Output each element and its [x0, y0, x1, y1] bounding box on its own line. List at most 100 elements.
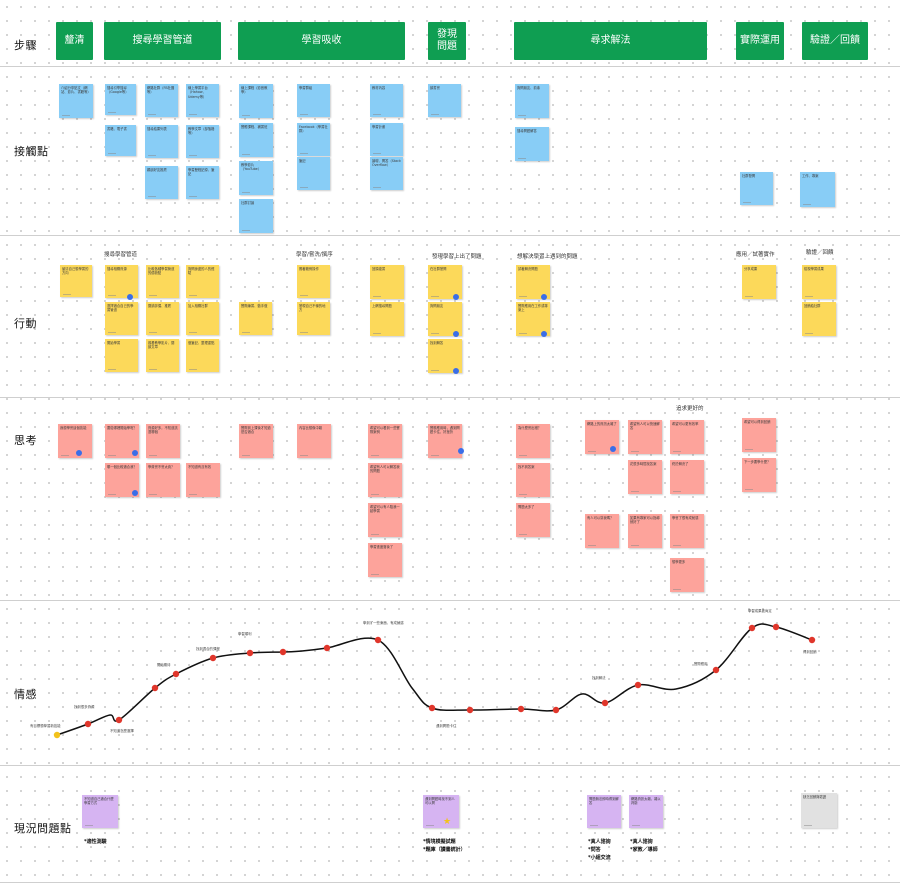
thought-note: 希望有人可以快速解答: [628, 420, 662, 454]
action-note: 實際應用在工作或專案上: [516, 302, 550, 336]
emotion-point: [517, 705, 525, 713]
row-label-thoughts: 思考: [14, 434, 37, 447]
row-divider: [0, 235, 900, 236]
touchpoint-note: 教學影片（YouTube）: [239, 161, 273, 195]
comment-badge[interactable]: [453, 368, 459, 374]
emotion-point: [552, 706, 560, 714]
thought-note: 如果有專家可以指導就好了: [628, 514, 662, 548]
emotion-label: 不知道怎麼選擇: [110, 729, 134, 733]
emotion-point: [374, 636, 382, 644]
emotion-label: 開始期待: [157, 663, 171, 667]
thought-note: 有人可以幫我嗎？: [585, 514, 619, 548]
action-note: 詢問身邊的人的經驗: [186, 265, 219, 298]
thought-note: 花很多時間找答案: [628, 460, 662, 494]
emotion-label: 找到解法: [592, 676, 606, 680]
pain-bullet: *情境模擬試題: [423, 839, 456, 845]
touchpoint-note: 學習計畫: [370, 123, 403, 156]
emotion-label: 學習順利: [238, 632, 252, 636]
touchpoint-note: 詢問朋友、前輩: [515, 84, 549, 118]
action-heading: 發現學習上出了問題: [432, 254, 482, 260]
row-divider: [0, 765, 900, 766]
pain-note: 問題無法即時得到解答: [587, 795, 621, 828]
thought-note: 希望可以得到回饋: [742, 418, 776, 452]
pain-bullet: *真人諮詢: [588, 839, 611, 845]
emotion-point: [712, 666, 720, 674]
touchpoint-note: 搜尋結果列表: [145, 125, 178, 158]
thought-note: 找不到答案: [516, 463, 550, 497]
star-icon: ★: [443, 817, 452, 827]
action-heading: 應用／試著實作: [736, 252, 775, 258]
action-note: 觀看教學影片、閱讀文章: [146, 339, 179, 372]
emotion-label: 學到了一些東西，有成就感: [363, 621, 404, 625]
action-note: 照著範例操作: [297, 265, 330, 298]
action-note: 加入相關社群: [186, 302, 219, 335]
emotion-point: [246, 649, 254, 657]
comment-badge[interactable]: [453, 294, 459, 300]
pain-bullet: *小組交流: [588, 854, 611, 861]
action-note: 搜尋相關資源: [105, 265, 138, 298]
emotion-point: [115, 716, 123, 724]
emotion-label: 找到很多資源: [74, 705, 95, 709]
row-label-touchpoints: 接觸點: [14, 145, 49, 158]
touchpoint-note: 線上課程（影音教學）: [239, 84, 273, 118]
comment-badge[interactable]: [541, 294, 547, 300]
row-label-emotions: 情感: [14, 688, 37, 701]
row-label-actions: 行動: [14, 317, 37, 330]
thought-note: 內容比想像中難: [297, 424, 331, 458]
row-label-pain-points: 現況問題點: [14, 822, 72, 835]
comment-badge[interactable]: [453, 331, 459, 337]
touchpoint-note: 學習歷程記錄、筆記: [186, 166, 219, 199]
comment-badge[interactable]: [132, 450, 138, 456]
thought-note: 下一步要學什麼？: [742, 458, 776, 492]
emotion-point: [772, 623, 780, 631]
emotion-point: [466, 706, 474, 714]
touchpoint-note: 讀書會: [428, 84, 461, 117]
pain-bullet: *真人諮詢: [630, 839, 653, 845]
pain-note: 不知道自己適合什麼學習方式: [82, 795, 118, 828]
pain-bullets: *真人諮詢 *問答 *小組交流: [588, 839, 611, 862]
row-divider: [0, 66, 900, 67]
stage-header: 尋求解法: [514, 22, 707, 60]
emotion-label: 學習成果被肯定: [748, 609, 772, 613]
row-label-steps: 步驟: [14, 39, 37, 52]
action-note: 實際練習、動手做: [239, 302, 272, 335]
action-note: 發現自己不懂的地方: [297, 302, 330, 335]
stage-header: 搜尋學習管道: [104, 22, 221, 60]
thought-note: 希望可以有人陪我一起學習: [368, 503, 402, 537]
thought-note: 我想學會這個技能: [58, 424, 92, 458]
comment-badge[interactable]: [541, 331, 547, 337]
touchpoint-note: 線上學習平台（Hahow、Udemy等）: [186, 84, 219, 117]
action-note: 分享成果: [742, 265, 776, 299]
action-heading: 驗證／回饋: [806, 250, 834, 256]
pain-bullet: *題庫（讀書統計）: [423, 846, 466, 853]
pain-note: 缺乏回饋與驗證: [801, 793, 837, 828]
touchpoint-note: 社群討論: [239, 199, 273, 233]
touchpoint-note: 社群發問: [740, 172, 773, 205]
touchpoint-note: 教材內容: [370, 84, 403, 117]
touchpoint-note: 介紹分享貼文（網站、影片、書籍等）: [59, 84, 93, 118]
comment-badge[interactable]: [458, 448, 464, 454]
emotion-label: 實際應用: [694, 662, 708, 666]
row-divider: [0, 397, 900, 398]
thought-note: 為什麼會出錯？: [516, 424, 550, 458]
comment-badge[interactable]: [127, 294, 133, 300]
comment-badge[interactable]: [610, 446, 616, 452]
touchpoint-note: 教學文章（部落格等）: [186, 125, 219, 158]
pain-bullets: *適性測驗: [84, 839, 107, 847]
touchpoint-note: 筆記: [297, 157, 330, 190]
action-note: 檢視學習成果: [802, 265, 836, 299]
touchpoint-note: Facebook（學習社群）: [297, 123, 330, 156]
action-note: 詢問朋友: [428, 302, 462, 336]
action-note: 閱讀評價、推薦: [146, 302, 179, 335]
comment-badge[interactable]: [132, 490, 138, 496]
action-heading: 學習/嘗洗/撰序: [296, 252, 333, 258]
stage-header: 學習吸收: [238, 22, 405, 60]
pain-bullets: *情境模擬試題 *題庫（讀書統計）: [423, 839, 466, 855]
action-heading: 想解決學習上遇到的問題: [517, 254, 578, 260]
stage-header: 釐清: [56, 22, 93, 60]
emotion-point: [151, 684, 159, 692]
pain-note: 網路資訊太雜，難以判斷: [629, 795, 663, 828]
stage-header: 發現 問題: [428, 22, 466, 60]
comment-badge[interactable]: [76, 450, 82, 456]
